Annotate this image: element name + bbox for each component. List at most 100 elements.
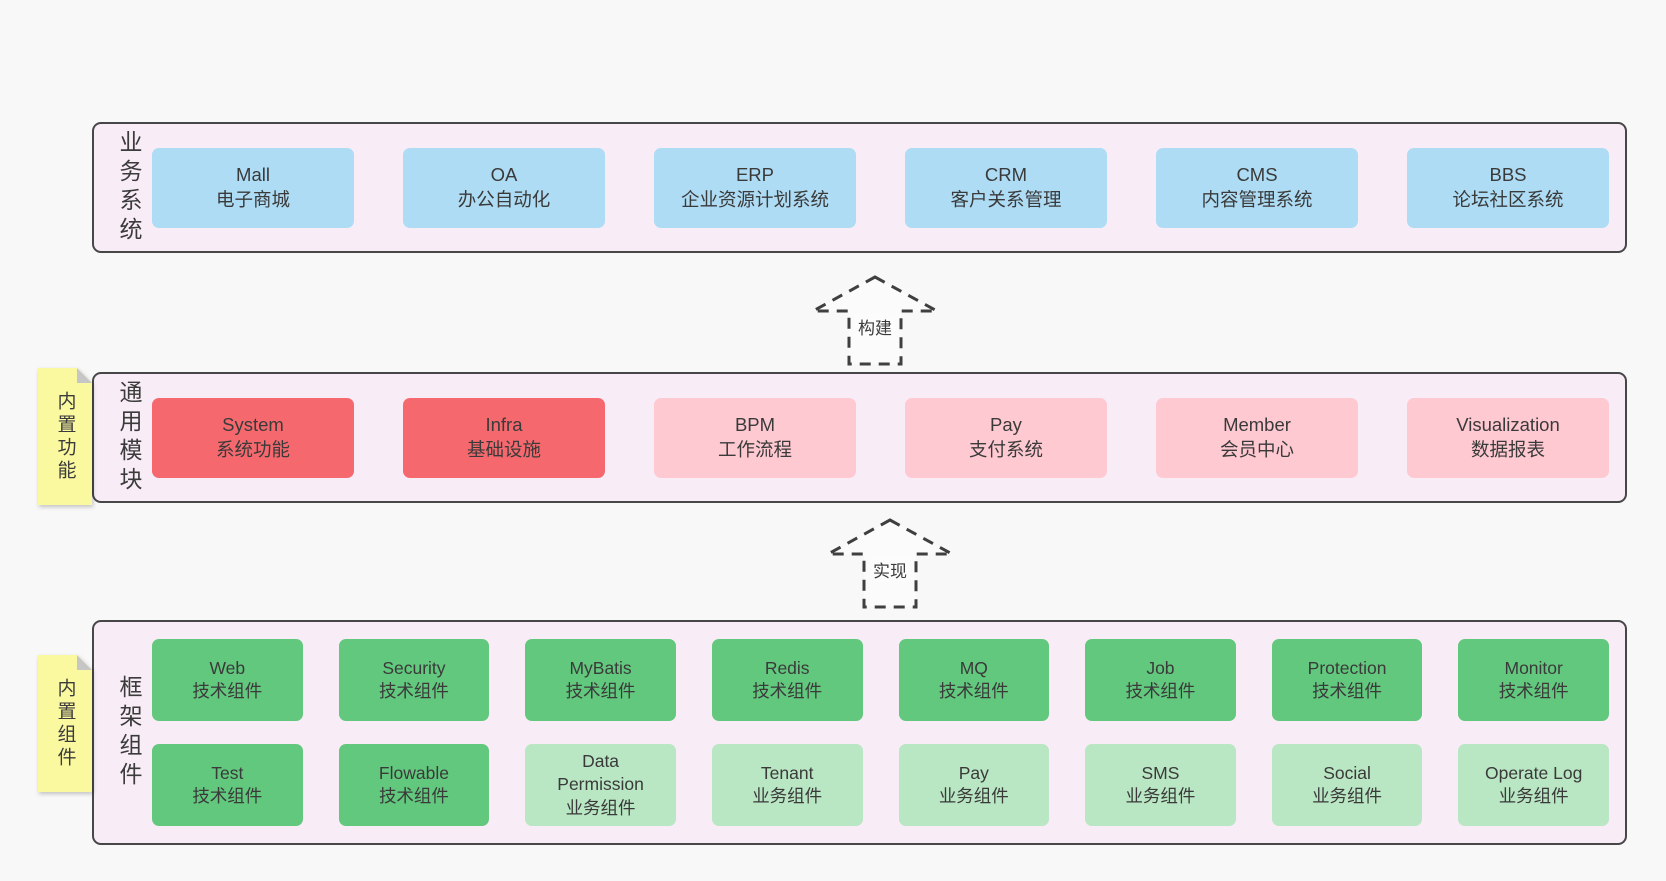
layer-label-business: 业务系统 <box>106 124 152 251</box>
node-subtitle: 企业资源计划系统 <box>680 188 829 210</box>
node-title: Flowable <box>378 762 449 783</box>
node-pay-module: Pay 支付系统 <box>905 397 1107 478</box>
node-subtitle: 技术组件 <box>192 681 263 701</box>
node-title: Mall <box>236 164 270 186</box>
sticky-label: 内置组件 <box>54 677 76 770</box>
node-system: System 系统功能 <box>152 397 354 478</box>
node-pay-component: Pay 业务组件 <box>898 744 1050 826</box>
arrow-implement: 实现 <box>825 517 955 610</box>
node-title: ERP <box>735 164 775 186</box>
node-cms: CMS 内容管理系统 <box>1156 147 1358 228</box>
node-title: BPM <box>734 414 776 436</box>
node-visualization: Visualization 数据报表 <box>1407 397 1609 478</box>
node-subtitle: 会员中心 <box>1219 438 1294 460</box>
sticky-label: 内置功能 <box>54 390 76 483</box>
node-flowable: Flowable 技术组件 <box>338 744 490 826</box>
modules-row: System 系统功能 Infra 基础设施 BPM 工作流程 Pay 支付系统… <box>152 397 1609 478</box>
node-title: System <box>222 414 284 436</box>
layer-common-modules: 通用模块 System 系统功能 Infra 基础设施 BPM 工作流程 Pay <box>92 372 1627 503</box>
node-title: CMS <box>1236 164 1278 186</box>
node-social: Social 业务组件 <box>1271 744 1423 826</box>
components-row-1: Web 技术组件 Security 技术组件 MyBatis 技术组件 Redi… <box>152 639 1609 721</box>
node-title: Data Permission <box>557 751 644 795</box>
node-title: OA <box>490 164 518 186</box>
node-title: Monitor <box>1504 657 1563 678</box>
node-title: Protection <box>1307 657 1387 678</box>
node-title: Security <box>382 657 446 678</box>
node-subtitle: 技术组件 <box>378 681 449 701</box>
node-title: Member <box>1223 414 1291 436</box>
node-subtitle: 技术组件 <box>752 681 823 701</box>
node-operate-log: Operate Log 业务组件 <box>1458 744 1609 826</box>
node-subtitle: 技术组件 <box>565 681 636 701</box>
node-title: CRM <box>984 164 1028 186</box>
node-title: Web <box>209 657 246 678</box>
node-data-permission: Data Permission 业务组件 <box>525 744 676 826</box>
layer-label-components: 框架组件 <box>106 622 152 843</box>
node-subtitle: 业务组件 <box>1498 786 1569 806</box>
node-redis: Redis 技术组件 <box>711 639 863 721</box>
node-subtitle: 业务组件 <box>938 786 1009 806</box>
layer-label-text: 业务系统 <box>116 129 142 246</box>
node-subtitle: 工作流程 <box>717 438 792 460</box>
arrow-build: 构建 <box>810 274 940 367</box>
node-title: MQ <box>959 657 988 678</box>
node-mybatis: MyBatis 技术组件 <box>525 639 676 721</box>
node-subtitle: 技术组件 <box>192 786 263 806</box>
node-crm: CRM 客户关系管理 <box>905 147 1107 228</box>
node-title: Test <box>211 762 244 783</box>
layer-content-modules: System 系统功能 Infra 基础设施 BPM 工作流程 Pay 支付系统… <box>152 397 1609 478</box>
node-subtitle: 技术组件 <box>938 681 1009 701</box>
sticky-note-builtin-components: 内置组件 <box>38 655 92 792</box>
layer-business-systems: 业务系统 Mall 电子商城 OA 办公自动化 ERP 企业资源计划系统 CRM <box>92 122 1627 253</box>
business-row: Mall 电子商城 OA 办公自动化 ERP 企业资源计划系统 CRM 客户关系… <box>152 147 1609 228</box>
node-protection: Protection 技术组件 <box>1271 639 1423 721</box>
node-infra: Infra 基础设施 <box>403 397 605 478</box>
node-member: Member 会员中心 <box>1156 397 1358 478</box>
node-subtitle: 电子商城 <box>215 188 290 210</box>
arrow-implement-label: 实现 <box>870 557 910 582</box>
node-job: Job 技术组件 <box>1085 639 1236 721</box>
node-subtitle: 技术组件 <box>1498 681 1569 701</box>
sticky-note-builtin-features: 内置功能 <box>38 368 92 505</box>
layer-label-text: 通用模块 <box>116 379 142 496</box>
node-subtitle: 办公自动化 <box>457 188 551 210</box>
node-mall: Mall 电子商城 <box>152 147 354 228</box>
node-subtitle: 支付系统 <box>968 438 1043 460</box>
node-bbs: BBS 论坛社区系统 <box>1407 147 1609 228</box>
node-subtitle: 系统功能 <box>215 438 290 460</box>
layer-label-modules: 通用模块 <box>106 374 152 501</box>
node-test: Test 技术组件 <box>152 744 303 826</box>
node-security: Security 技术组件 <box>338 639 490 721</box>
node-title: BBS <box>1489 164 1527 186</box>
node-title: Redis <box>764 657 810 678</box>
node-mq: MQ 技术组件 <box>898 639 1050 721</box>
node-subtitle: 技术组件 <box>1125 681 1196 701</box>
node-subtitle: 技术组件 <box>378 786 449 806</box>
node-subtitle: 客户关系管理 <box>950 188 1062 210</box>
layer-framework-components: 框架组件 Web 技术组件 Security 技术组件 MyBatis 技术组件… <box>92 620 1627 845</box>
node-subtitle: 业务组件 <box>1125 786 1196 806</box>
arrow-build-label: 构建 <box>855 314 895 339</box>
components-row-2: Test 技术组件 Flowable 技术组件 Data Permission … <box>152 744 1609 826</box>
node-title: Operate Log <box>1485 762 1583 783</box>
node-monitor: Monitor 技术组件 <box>1458 639 1609 721</box>
node-subtitle: 业务组件 <box>1312 786 1383 806</box>
node-subtitle: 业务组件 <box>752 786 823 806</box>
sticky-text: 内置组件 <box>38 655 92 792</box>
node-web: Web 技术组件 <box>152 639 303 721</box>
node-tenant: Tenant 业务组件 <box>711 744 863 826</box>
node-title: Pay <box>958 762 989 783</box>
node-title: Infra <box>485 414 523 436</box>
node-title: Social <box>1323 762 1371 783</box>
node-subtitle: 基础设施 <box>466 438 541 460</box>
node-bpm: BPM 工作流程 <box>654 397 856 478</box>
node-sms: SMS 业务组件 <box>1085 744 1236 826</box>
node-subtitle: 内容管理系统 <box>1201 188 1313 210</box>
node-subtitle: 业务组件 <box>565 797 636 818</box>
node-subtitle: 数据报表 <box>1470 438 1545 460</box>
layer-content-components: Web 技术组件 Security 技术组件 MyBatis 技术组件 Redi… <box>152 639 1609 826</box>
node-title: Visualization <box>1456 414 1560 436</box>
node-title: Job <box>1146 657 1175 678</box>
